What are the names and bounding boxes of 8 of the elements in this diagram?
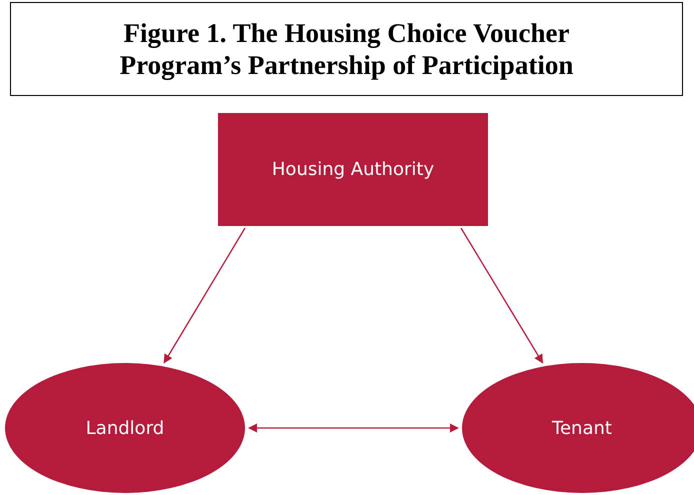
arrow — [460, 228, 544, 364]
arrow — [164, 228, 246, 364]
node-label: Landlord — [86, 418, 164, 438]
process-box — [218, 113, 488, 226]
node-label: Tenant — [552, 418, 612, 438]
title: Figure 1. The Housing Choice Voucher Program’s Partnership of Participation — [118, 16, 574, 82]
node-label: Housing Authority — [272, 159, 434, 180]
arrow — [248, 423, 459, 433]
